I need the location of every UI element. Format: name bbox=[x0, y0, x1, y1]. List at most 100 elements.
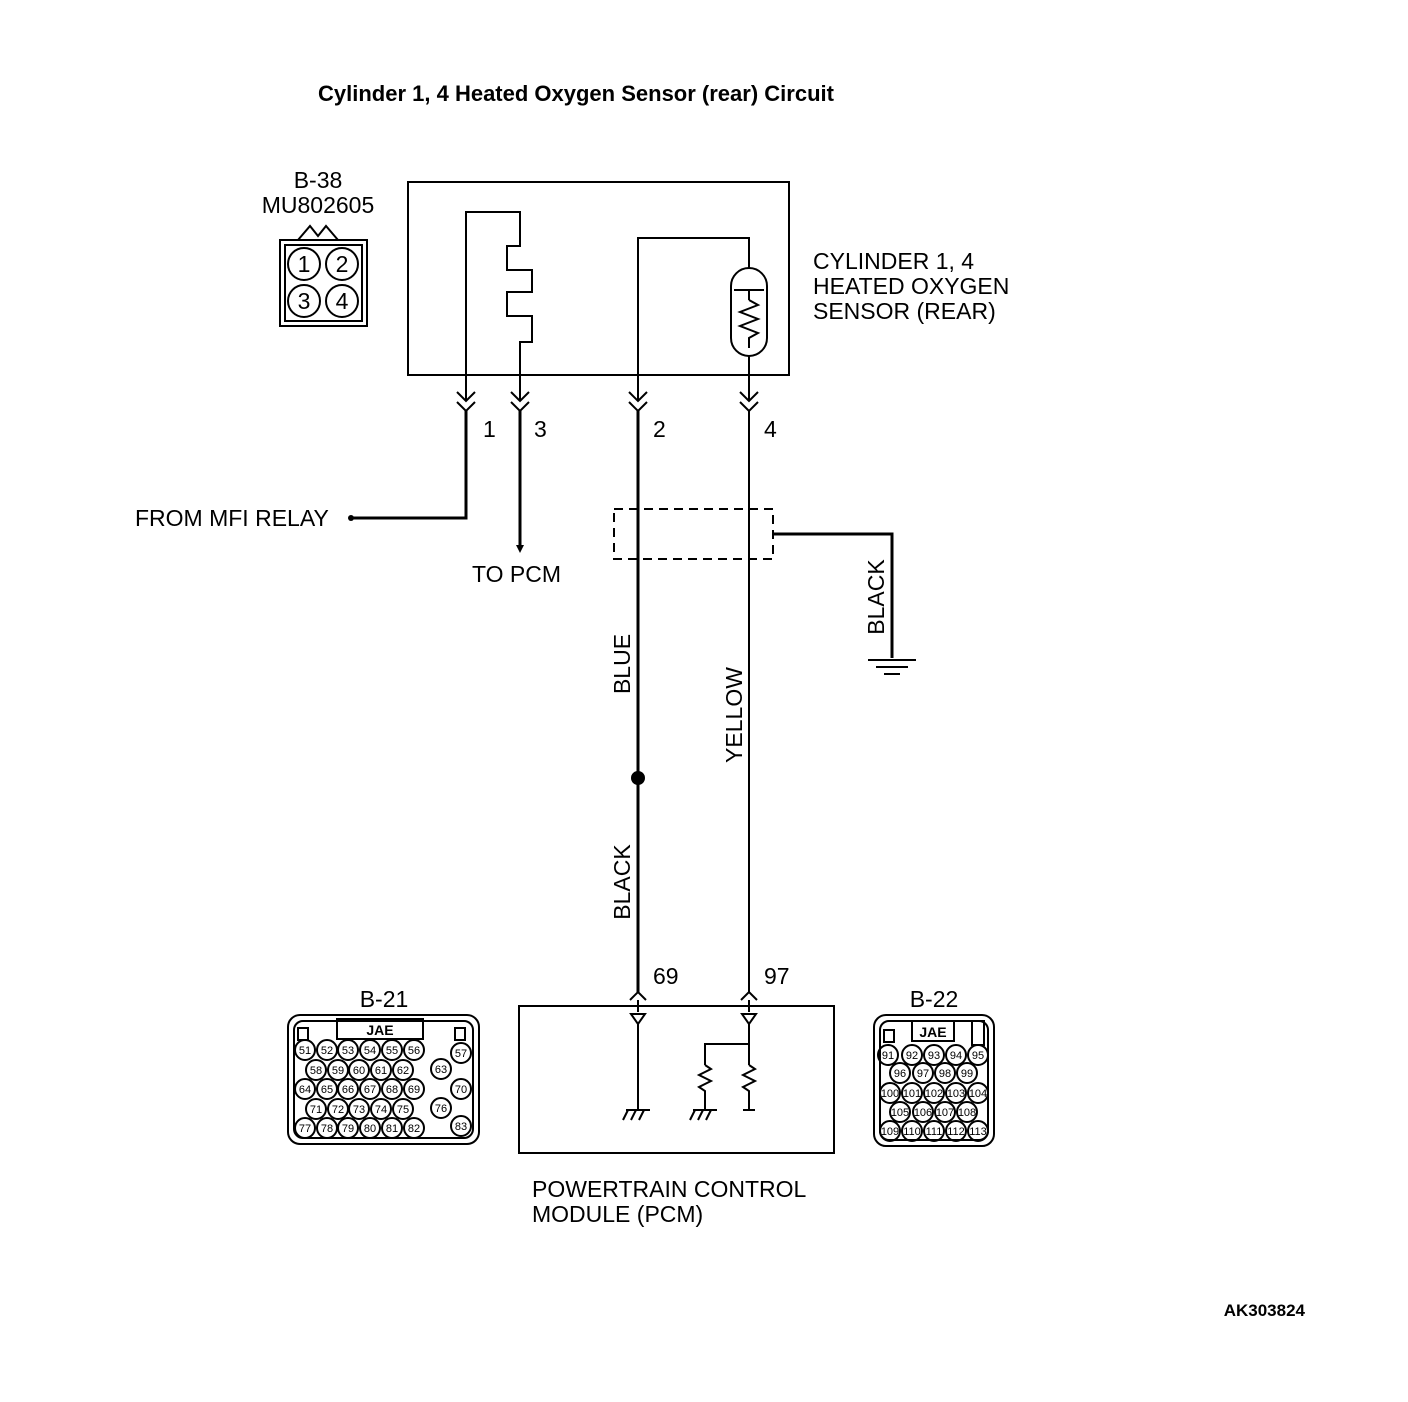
connector-b21-pin-circle bbox=[430, 1097, 452, 1119]
connector-b22-pin-label: 111 bbox=[926, 1126, 943, 1138]
connector-b21-pin-circle bbox=[430, 1058, 452, 1080]
connector-b21-pin-label: 57 bbox=[455, 1048, 467, 1060]
connector-b22-pin-circle bbox=[923, 1120, 945, 1142]
connector-b21-pin-label: 72 bbox=[332, 1104, 344, 1116]
connector-b22-pin-label: 95 bbox=[972, 1050, 984, 1062]
connector-b21-pin-circle bbox=[381, 1078, 403, 1100]
connector-b22-brand: JAE bbox=[919, 1024, 946, 1040]
sensor-terminal-number: 1 bbox=[483, 416, 496, 442]
sensor-label: CYLINDER 1, 4 bbox=[813, 248, 974, 274]
connector-b22-pin-circle bbox=[879, 1082, 901, 1104]
connector-b21-pin-circle bbox=[337, 1117, 359, 1139]
connector-b38-pin: 2 bbox=[336, 251, 349, 277]
connector-b21-pin-label: 67 bbox=[364, 1084, 376, 1096]
connector-b22-pin-label: 98 bbox=[939, 1068, 951, 1080]
wire-shield-ground bbox=[773, 532, 894, 658]
connector-b21-pin-label: 63 bbox=[435, 1064, 447, 1076]
connector-b21-pin-label: 51 bbox=[299, 1045, 311, 1057]
connector-b21-pin-label: 55 bbox=[386, 1045, 398, 1057]
connector-b22-pin-label: 96 bbox=[894, 1068, 906, 1080]
sensor-terminal-number: 2 bbox=[653, 416, 666, 442]
pcm-terminal-number: 97 bbox=[764, 963, 790, 989]
connector-b22-pin-label: 108 bbox=[958, 1107, 976, 1119]
connector-b21-pin-label: 81 bbox=[386, 1123, 398, 1135]
connector-b21-pin-circle bbox=[381, 1117, 403, 1139]
connector-b22-pin-circle bbox=[901, 1044, 923, 1066]
connector-b22-pin-label: 106 bbox=[914, 1107, 932, 1119]
connector-b21-pin-label: 74 bbox=[375, 1104, 387, 1116]
connector-b21-pin-circle bbox=[392, 1098, 414, 1120]
connector-b21-pin-label: 52 bbox=[321, 1045, 333, 1057]
connector-b22-pin-circle bbox=[967, 1082, 989, 1104]
connector-b22-ref: B-22 bbox=[910, 986, 959, 1012]
connector-b21-pin-circle bbox=[359, 1039, 381, 1061]
connector-b21-pin-circle bbox=[392, 1059, 414, 1081]
connector-b22-pin-circle bbox=[934, 1062, 956, 1084]
connector-b21-pin-label: 73 bbox=[353, 1104, 365, 1116]
pcm-terminals: 69 97 bbox=[629, 963, 790, 1001]
connector-b38-ref: B-38 bbox=[294, 167, 343, 193]
connector-b22-pin-circle bbox=[934, 1101, 956, 1123]
connector-b21-pin-circle bbox=[370, 1098, 392, 1120]
connector-b21-pin-circle bbox=[403, 1039, 425, 1061]
connector-b21-pin-circle bbox=[348, 1098, 370, 1120]
connector-b21-pin-circle bbox=[337, 1078, 359, 1100]
connector-b22-pin-label: 107 bbox=[936, 1107, 954, 1119]
connector-b21-pin-circle bbox=[337, 1039, 359, 1061]
connector-b38-pin: 3 bbox=[298, 288, 311, 314]
connector-b21-pin-label: 78 bbox=[321, 1123, 333, 1135]
connector-b21-pin-label: 62 bbox=[397, 1065, 409, 1077]
connector-b22-pin-circle bbox=[912, 1062, 934, 1084]
connector-b22-pin-label: 102 bbox=[925, 1088, 943, 1100]
connector-b21-pin-circle bbox=[370, 1059, 392, 1081]
connector-b21-pin-circle bbox=[359, 1117, 381, 1139]
connector-b21-pin-circle bbox=[381, 1039, 403, 1061]
connector-b22-pin-label: 110 bbox=[903, 1126, 921, 1138]
connector-b38-pin: 4 bbox=[336, 288, 349, 314]
connector-b22-pin-label: 97 bbox=[917, 1068, 929, 1080]
connector-b21-brand: JAE bbox=[366, 1022, 393, 1038]
connector-b21-pin-label: 64 bbox=[299, 1084, 311, 1096]
connector-b21-pin-label: 82 bbox=[408, 1123, 420, 1135]
connector-b22-pin-circle bbox=[923, 1044, 945, 1066]
sensor-terminals: 1 3 2 4 bbox=[456, 391, 777, 442]
connector-b21-pin-label: 79 bbox=[342, 1123, 354, 1135]
connector-b22-pin-label: 101 bbox=[903, 1088, 921, 1100]
connector-b22-pin-circle bbox=[889, 1101, 911, 1123]
connector-b38: B-38 MU802605 1 2 3 4 bbox=[262, 167, 374, 327]
connector-b22-pin-circle bbox=[923, 1082, 945, 1104]
pcm-label: MODULE (PCM) bbox=[532, 1201, 703, 1227]
connector-b21-pin-circle bbox=[403, 1117, 425, 1139]
connector-b21-pin-label: 53 bbox=[342, 1045, 354, 1057]
connector-b22-pin-circle bbox=[879, 1120, 901, 1142]
connector-b22-pin-label: 105 bbox=[891, 1107, 909, 1119]
connector-b21-pin-label: 70 bbox=[455, 1084, 467, 1096]
connector-b22-pin-circle bbox=[912, 1101, 934, 1123]
sensor-label: SENSOR (REAR) bbox=[813, 298, 996, 324]
connector-b22-pin-label: 112 bbox=[947, 1126, 965, 1138]
connector-b22-pin-circle bbox=[967, 1044, 989, 1066]
connector-b21-pin-circle bbox=[294, 1078, 316, 1100]
to-pcm-label: TO PCM bbox=[472, 561, 561, 587]
sensor-label: HEATED OXYGEN bbox=[813, 273, 1009, 299]
connector-b21-pin-label: 68 bbox=[386, 1084, 398, 1096]
connector-b21-pin-label: 60 bbox=[353, 1065, 365, 1077]
wire-mfi-relay bbox=[351, 411, 468, 520]
connector-b22-pin-label: 91 bbox=[882, 1050, 894, 1062]
connector-b21-pin-circle bbox=[403, 1078, 425, 1100]
connector-b21-pin-label: 59 bbox=[332, 1065, 344, 1077]
connector-b21-pin-label: 66 bbox=[342, 1084, 354, 1096]
connector-b22-pin-label: 99 bbox=[961, 1068, 973, 1080]
diagram-title: Cylinder 1, 4 Heated Oxygen Sensor (rear… bbox=[318, 81, 835, 106]
wire-color-label: BLUE bbox=[609, 634, 635, 694]
connector-b22-pin-label: 113 bbox=[969, 1126, 987, 1138]
connector-b21-pin-label: 83 bbox=[455, 1121, 467, 1133]
connector-b21-pin-label: 61 bbox=[375, 1065, 387, 1077]
connector-b21-pin-label: 71 bbox=[310, 1104, 322, 1116]
sensing-element bbox=[730, 267, 768, 357]
connector-b22-pin-label: 103 bbox=[947, 1088, 965, 1100]
figure-id: AK303824 bbox=[1224, 1301, 1306, 1320]
